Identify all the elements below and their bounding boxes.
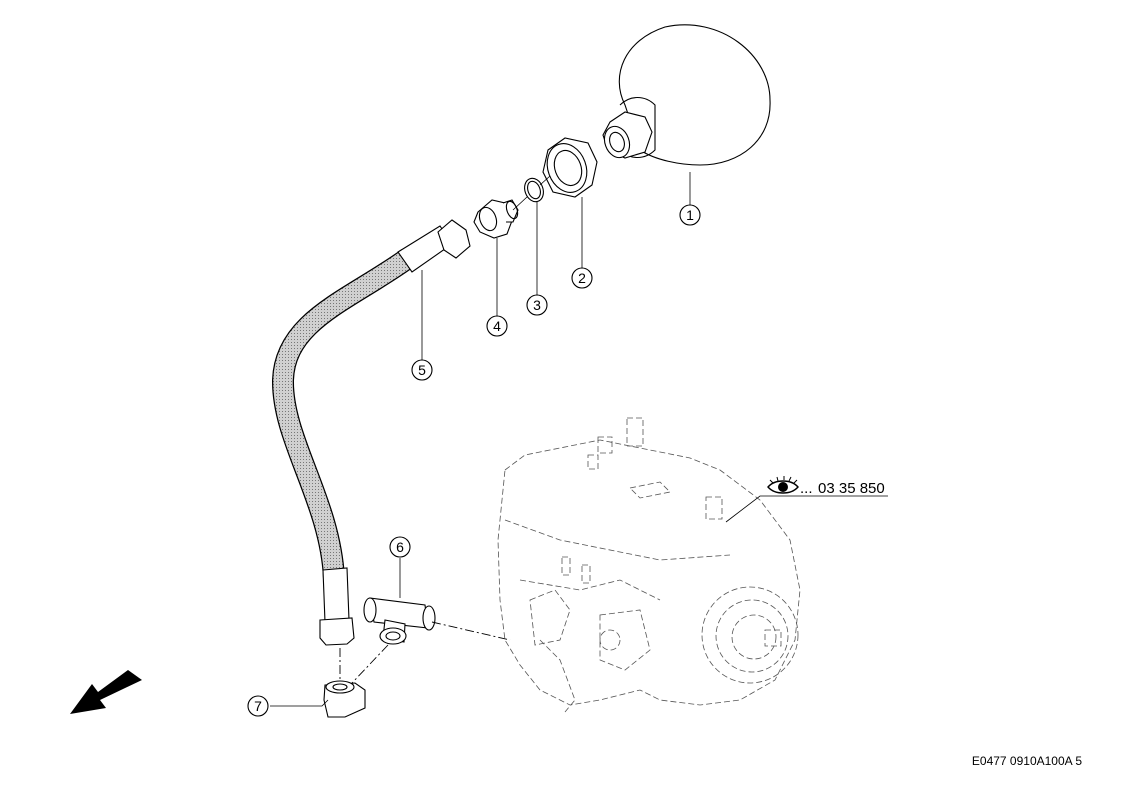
drawing-code: E0477 0910A100A 5 bbox=[972, 754, 1082, 768]
callout-6: 6 bbox=[389, 536, 411, 558]
svg-text:4: 4 bbox=[493, 318, 501, 334]
svg-text:...: ... bbox=[800, 480, 813, 497]
callout-3: 3 bbox=[526, 294, 548, 316]
accumulator-part-1 bbox=[602, 24, 771, 166]
eye-icon bbox=[767, 476, 799, 494]
svg-text:3: 3 bbox=[533, 297, 541, 313]
svg-text:1: 1 bbox=[686, 207, 694, 223]
hex-nut-part-2 bbox=[542, 137, 598, 198]
o-ring-part-3 bbox=[524, 177, 544, 203]
callout-4: 4 bbox=[486, 315, 508, 337]
direction-arrow-icon bbox=[70, 670, 142, 714]
svg-text:2: 2 bbox=[578, 270, 586, 286]
elbow-part-7 bbox=[323, 680, 366, 718]
svg-text:6: 6 bbox=[396, 539, 404, 555]
reference-label: ... 03 35 850 bbox=[767, 476, 885, 497]
hose-part-5 bbox=[271, 219, 471, 646]
callout-1: 1 bbox=[679, 204, 701, 226]
tee-fitting-part-6 bbox=[363, 597, 436, 645]
svg-text:03 35 850: 03 35 850 bbox=[818, 480, 885, 497]
svg-text:7: 7 bbox=[254, 698, 262, 714]
callout-2: 2 bbox=[571, 267, 593, 289]
callout-5: 5 bbox=[411, 359, 433, 381]
callout-7: 7 bbox=[247, 695, 269, 717]
svg-text:5: 5 bbox=[418, 362, 426, 378]
adapter-part-4 bbox=[473, 199, 519, 239]
hydraulic-pump-assembly bbox=[497, 417, 801, 713]
